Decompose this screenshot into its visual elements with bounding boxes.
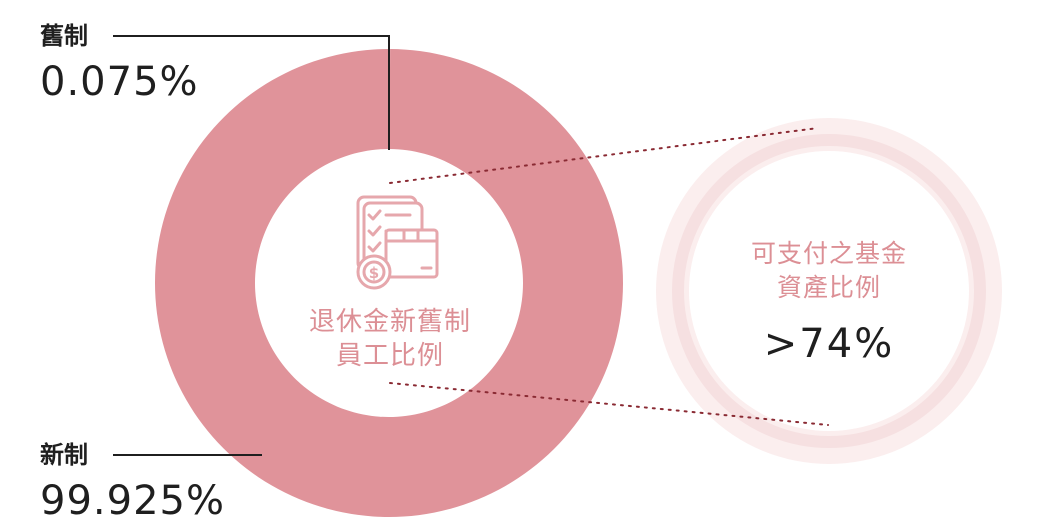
legend-old-value: 0.075% — [40, 59, 199, 105]
svg-text:$: $ — [369, 264, 379, 282]
legend-new-name: 新制 — [40, 441, 88, 469]
center-label-line2: 員工比例 — [335, 341, 444, 371]
callout-halo-inner — [689, 151, 969, 431]
callout-label: 可支付之基金 資產比例 — [709, 237, 949, 305]
donut-slice-new — [155, 49, 624, 517]
leader-line-old — [113, 35, 390, 150]
connector-dotted-top — [389, 127, 819, 184]
callout-label-line2: 資產比例 — [776, 273, 881, 302]
connector-dotted-bottom — [389, 382, 829, 426]
callout-halo-ring — [672, 134, 986, 448]
legend-new-value: 99.925% — [40, 478, 225, 524]
callout-value: >74% — [763, 321, 895, 367]
document-checklist-box-coin-icon: $ — [356, 195, 439, 290]
donut-center-label: 退休金新舊制 員工比例 — [280, 305, 500, 373]
callout-label-line1: 可支付之基金 — [750, 239, 907, 268]
legend-old-name: 舊制 — [40, 22, 88, 50]
center-label-line1: 退休金新舊制 — [308, 307, 471, 337]
